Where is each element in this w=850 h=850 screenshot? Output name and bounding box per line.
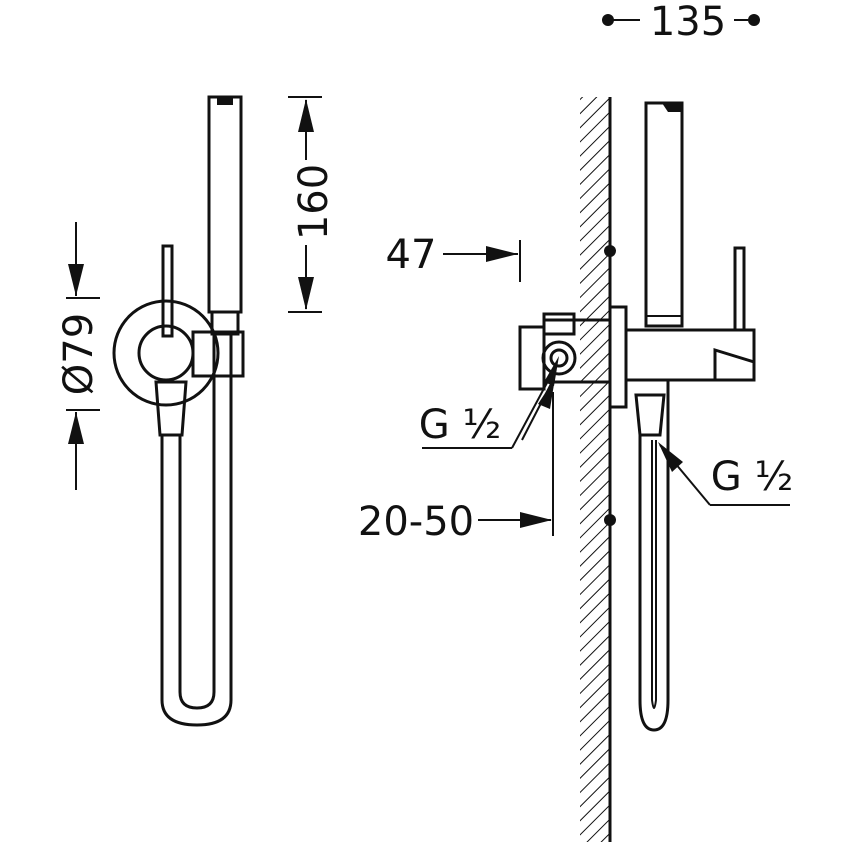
- side-wall-plate: [608, 305, 628, 409]
- dim-160: 160: [288, 96, 337, 313]
- front-hose: [160, 334, 233, 727]
- wall-section: [580, 97, 610, 842]
- side-mixer-body: [624, 328, 756, 382]
- dim-diameter-79-label: Ø79: [56, 313, 102, 395]
- dim-47: 47: [386, 232, 521, 282]
- callout-thread-inlet-label: G ½: [419, 402, 501, 448]
- side-view: 135 47 20-50 G ½: [358, 0, 793, 842]
- side-lever: [733, 246, 746, 332]
- front-hose-connector: [154, 380, 188, 437]
- front-mixer-body: [137, 324, 195, 382]
- front-lever: [161, 244, 174, 338]
- dim-20-50: 20-50: [358, 392, 554, 545]
- dim-47-label: 47: [386, 232, 437, 278]
- recessed-valve: [518, 312, 612, 391]
- side-hose-connector: [634, 393, 666, 437]
- side-handshower: [644, 101, 684, 328]
- front-handshower: [207, 95, 243, 336]
- wall-fixing-top: [604, 245, 616, 257]
- dim-160-label: 160: [291, 164, 337, 240]
- callout-thread-inlet: G ½: [419, 356, 559, 449]
- dim-135: 135: [602, 0, 760, 45]
- front-view: 160 Ø79: [56, 95, 337, 727]
- front-holder: [191, 330, 245, 378]
- wall-fixing-bottom: [604, 514, 616, 526]
- callout-thread-outlet: G ½: [658, 442, 793, 506]
- dim-135-label: 135: [650, 0, 726, 45]
- front-wall-plate: [112, 299, 220, 407]
- dim-20-50-label: 20-50: [358, 499, 474, 545]
- callout-thread-outlet-label: G ½: [711, 454, 793, 500]
- side-hose: [638, 380, 670, 732]
- dim-diameter-79: Ø79: [56, 222, 102, 490]
